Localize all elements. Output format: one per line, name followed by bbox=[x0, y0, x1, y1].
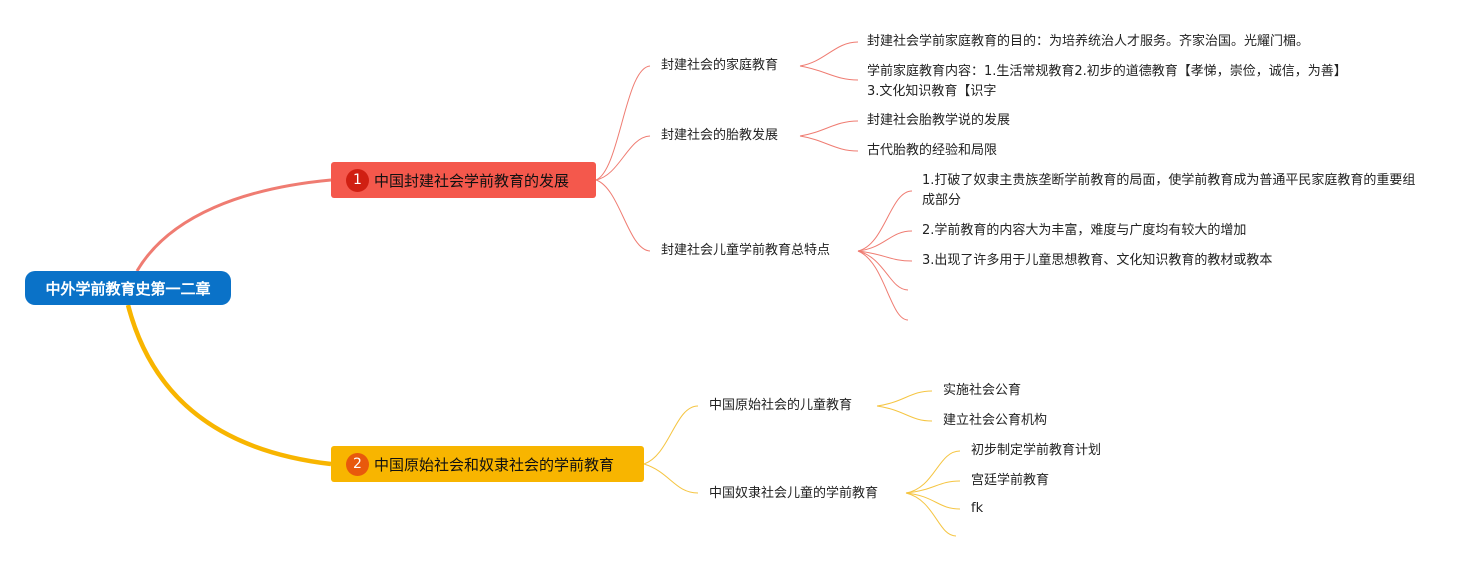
branch1-to-sub3-line bbox=[595, 179, 651, 252]
leaf-label: 封建社会胎教学说的发展 bbox=[867, 113, 1011, 128]
leaf-label: 1.打破了奴隶主贵族垄断学前教育的局面，使学前教育成为普通平民家庭教育的重要组成… bbox=[922, 173, 1416, 208]
b2sub2-leaf1-line bbox=[905, 450, 961, 494]
b2sub2-leaf4-line bbox=[905, 492, 957, 537]
b2sub2-leaf3-line bbox=[905, 492, 961, 510]
subtopic-general-characteristics[interactable]: 封建社会儿童学前教育总特点 bbox=[661, 242, 830, 260]
sub3-leaf1-line bbox=[857, 190, 913, 252]
branch2-to-sub1-line bbox=[643, 405, 699, 465]
root-topic-label: 中外学前教育史第一二章 bbox=[45, 279, 211, 298]
leaf-topic[interactable]: 初步制定学前教育计划 bbox=[971, 441, 1101, 461]
leaf-topic[interactable]: 建立社会公育机构 bbox=[943, 411, 1047, 431]
branch1-to-sub2-line bbox=[595, 135, 651, 181]
branch-topic-label: 中国封建社会学前教育的发展 bbox=[374, 171, 570, 190]
sub3-leaf2-line bbox=[857, 230, 913, 252]
subtopic-label: 封建社会的胎教发展 bbox=[661, 128, 779, 143]
subtopic-prenatal-education[interactable]: 封建社会的胎教发展 bbox=[661, 127, 778, 145]
leaf-label: 2.学前教育的内容大为丰富，难度与广度均有较大的增加 bbox=[922, 223, 1247, 238]
sub3-leaf5-line bbox=[857, 250, 909, 321]
sub2-leaf2-line bbox=[799, 135, 859, 152]
root-to-branch2-line bbox=[125, 304, 332, 467]
subtopic-label: 封建社会的家庭教育 bbox=[661, 58, 779, 73]
leaf-label: 宫廷学前教育 bbox=[971, 473, 1050, 488]
subtopic-family-education[interactable]: 封建社会的家庭教育 bbox=[661, 57, 778, 75]
leaf-topic[interactable]: fk bbox=[971, 499, 983, 519]
subtopic-label: 中国奴隶社会儿童的学前教育 bbox=[709, 486, 879, 501]
branch-topic-label: 中国原始社会和奴隶社会的学前教育 bbox=[374, 455, 615, 474]
b2sub2-leaf2-line bbox=[905, 480, 961, 494]
leaf-topic[interactable]: 古代胎教的经验和局限 bbox=[867, 141, 997, 161]
root-to-branch1-line bbox=[135, 178, 332, 272]
sub2-leaf1-line bbox=[799, 120, 859, 137]
branch-topic-primitive-slave-society[interactable]: 2 中国原始社会和奴隶社会的学前教育 bbox=[331, 446, 644, 482]
leaf-label: 初步制定学前教育计划 bbox=[971, 443, 1102, 458]
leaf-topic[interactable]: 封建社会胎教学说的发展 bbox=[867, 111, 1010, 131]
leaf-topic[interactable]: 实施社会公育 bbox=[943, 381, 1021, 401]
branch2-to-sub2-line bbox=[643, 463, 699, 494]
sub3-leaf4-line bbox=[857, 250, 909, 291]
leaf-label: fk bbox=[971, 501, 984, 516]
priority-2-icon: 2 bbox=[346, 452, 369, 476]
leaf-label: 封建社会学前家庭教育的目的：为培养统治人才服务。齐家治国。光耀门楣。 bbox=[867, 34, 1310, 49]
subtopic-label: 封建社会儿童学前教育总特点 bbox=[661, 243, 831, 258]
b2sub1-leaf1-line bbox=[876, 390, 933, 407]
sub1-leaf1-line bbox=[799, 41, 859, 67]
leaf-label: 学前家庭教育内容：1.生活常规教育2.初步的道德教育【孝悌，崇俭，诚信，为善】3… bbox=[867, 64, 1347, 99]
subtopic-primitive-society-education[interactable]: 中国原始社会的儿童教育 bbox=[709, 397, 852, 415]
leaf-topic[interactable]: 宫廷学前教育 bbox=[971, 471, 1049, 491]
leaf-topic[interactable]: 2.学前教育的内容大为丰富，难度与广度均有较大的增加 bbox=[922, 221, 1246, 241]
branch-topic-feudal-development[interactable]: 1 中国封建社会学前教育的发展 bbox=[331, 162, 596, 198]
subtopic-slave-society-education[interactable]: 中国奴隶社会儿童的学前教育 bbox=[709, 485, 878, 503]
root-topic[interactable]: 中外学前教育史第一二章 bbox=[25, 271, 231, 305]
leaf-label: 建立社会公育机构 bbox=[943, 413, 1048, 428]
subtopic-label: 中国原始社会的儿童教育 bbox=[709, 398, 853, 413]
branch1-to-sub1-line bbox=[595, 65, 651, 181]
priority-1-icon: 1 bbox=[346, 168, 369, 192]
leaf-label: 3.出现了许多用于儿童思想教育、文化知识教育的教材或教本 bbox=[922, 253, 1273, 268]
leaf-topic[interactable]: 3.出现了许多用于儿童思想教育、文化知识教育的教材或教本 bbox=[922, 251, 1272, 271]
leaf-topic[interactable]: 封建社会学前家庭教育的目的：为培养统治人才服务。齐家治国。光耀门楣。 bbox=[867, 32, 1309, 52]
b2sub1-leaf2-line bbox=[876, 405, 933, 422]
leaf-topic[interactable]: 1.打破了奴隶主贵族垄断学前教育的局面，使学前教育成为普通平民家庭教育的重要组成… bbox=[922, 171, 1422, 211]
leaf-label: 实施社会公育 bbox=[943, 383, 1022, 398]
leaf-topic[interactable]: 学前家庭教育内容：1.生活常规教育2.初步的道德教育【孝悌，崇俭，诚信，为善】3… bbox=[867, 62, 1357, 102]
sub3-leaf3-line bbox=[857, 250, 913, 262]
leaf-label: 古代胎教的经验和局限 bbox=[867, 143, 998, 158]
sub1-leaf2-line bbox=[799, 65, 859, 81]
